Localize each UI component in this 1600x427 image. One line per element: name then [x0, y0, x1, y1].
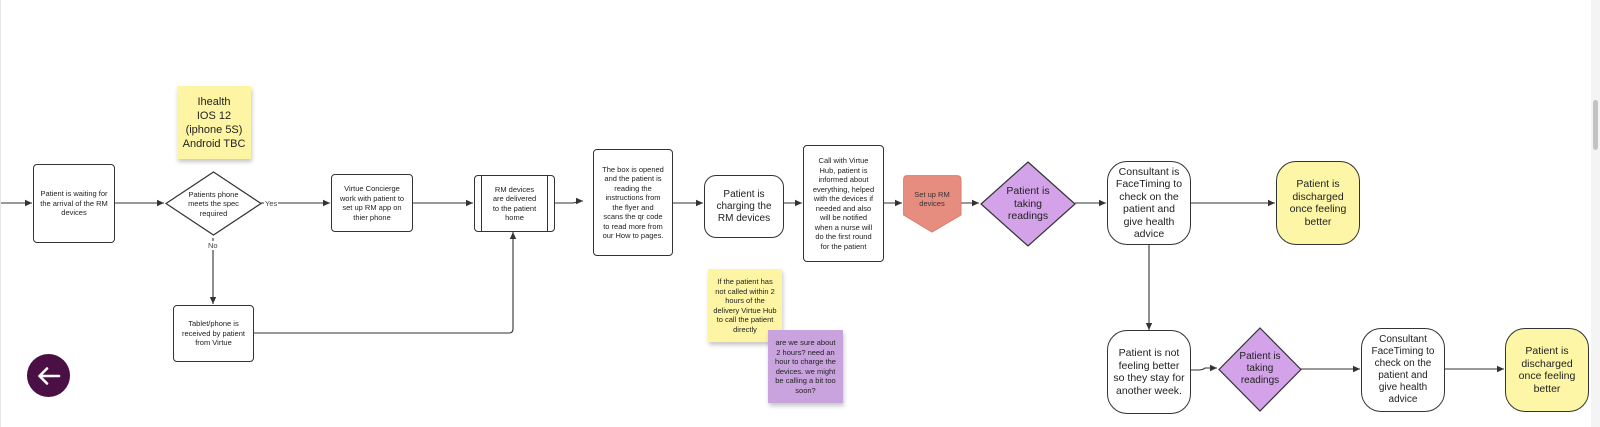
node-label: Patient is not feeling better so they st…	[1113, 347, 1185, 397]
node-rm-delivered[interactable]: RM devices are delivered to the patient …	[474, 175, 555, 232]
node-label: RM devices are delivered to the patient …	[492, 184, 537, 223]
sticky-device-spec[interactable]: Ihealth IOS 12 (iphone 5S) Android TBC	[177, 86, 251, 159]
sticky-line: (iphone 5S)	[185, 123, 243, 136]
sticky-call-note[interactable]: If the patient has not called within 2 h…	[708, 269, 782, 342]
edge-not-better-to-readings-2	[1191, 364, 1217, 372]
offpage-setup-rm-label: Set up RM devices	[914, 189, 950, 209]
node-tablet-received[interactable]: Tablet/phone is received by patient from…	[173, 305, 254, 362]
sticky-line: Ihealth	[197, 95, 231, 108]
left-edge-line	[0, 0, 1, 427]
decision-readings-1[interactable]	[980, 161, 1076, 247]
node-virtue-concierge[interactable]: Virtue Concierge work with patient to se…	[331, 174, 413, 232]
decision-diamond-label: Patients phone meets the spec required	[188, 189, 239, 218]
edge-label-yes: Yes	[264, 199, 279, 208]
decision-readings-2-label: Patient is taking readings	[1239, 351, 1281, 386]
node-box-opened[interactable]: The box is opened and the patient is rea…	[593, 149, 673, 256]
node-call-virtue-hub[interactable]: Call with Virtue Hub, patient is informe…	[803, 145, 884, 262]
vertical-scrollbar-thumb[interactable]	[1593, 100, 1598, 150]
edge-label-no: No	[207, 241, 219, 250]
decision-diamond-spec[interactable]	[164, 171, 263, 236]
node-discharged-2[interactable]: Patient is discharged once feeling bette…	[1505, 328, 1589, 412]
edge-delivered-to-box	[555, 197, 583, 205]
node-label: Consultant FaceTiming to check on the pa…	[1371, 334, 1435, 405]
node-label: Patient is discharged once feeling bette…	[1518, 345, 1576, 395]
sticky-line: IOS 12	[196, 109, 232, 122]
back-button[interactable]	[27, 354, 70, 397]
node-label: Call with Virtue Hub, patient is informe…	[812, 156, 875, 251]
vertical-scrollbar-track[interactable]	[1591, 0, 1600, 427]
node-charging[interactable]: Patient is charging the RM devices	[704, 175, 784, 238]
node-label: Tablet/phone is received by patient from…	[182, 319, 245, 348]
arrow-left-icon	[37, 366, 60, 385]
node-label: Virtue Concierge work with patient to se…	[339, 184, 405, 222]
node-label: Patient is waiting for the arrival of th…	[40, 189, 108, 218]
node-label: Patient is discharged once feeling bette…	[1289, 178, 1347, 228]
node-consultant-1[interactable]: Consultant is FaceTiming to check on the…	[1107, 161, 1191, 245]
node-discharged-1[interactable]: Patient is discharged once feeling bette…	[1276, 161, 1360, 245]
node-label: The box is opened and the patient is rea…	[602, 164, 664, 241]
process-bar-right	[546, 176, 548, 231]
node-patient-waiting[interactable]: Patient is waiting for the arrival of th…	[33, 164, 115, 243]
sticky-question-note[interactable]: are we sure about 2 hours? need an hour …	[768, 330, 843, 403]
node-label: Patient is charging the RM devices	[716, 188, 772, 224]
offpage-setup-rm-shape[interactable]	[903, 175, 962, 233]
sticky-text: are we sure about 2 hours? need an hour …	[775, 338, 836, 395]
sticky-line: Android TBC	[182, 137, 246, 150]
edge-tablet-to-delivered	[254, 232, 517, 334]
node-consultant-2[interactable]: Consultant FaceTiming to check on the pa…	[1361, 328, 1445, 412]
decision-readings-2[interactable]	[1218, 327, 1302, 412]
node-not-feeling-better[interactable]: Patient is not feeling better so they st…	[1107, 330, 1191, 414]
sticky-text: If the patient has not called within 2 h…	[713, 277, 777, 334]
node-label: Consultant is FaceTiming to check on the…	[1115, 165, 1183, 241]
decision-readings-1-label: Patient is taking readings	[1006, 185, 1050, 223]
process-bar-left	[481, 176, 483, 231]
